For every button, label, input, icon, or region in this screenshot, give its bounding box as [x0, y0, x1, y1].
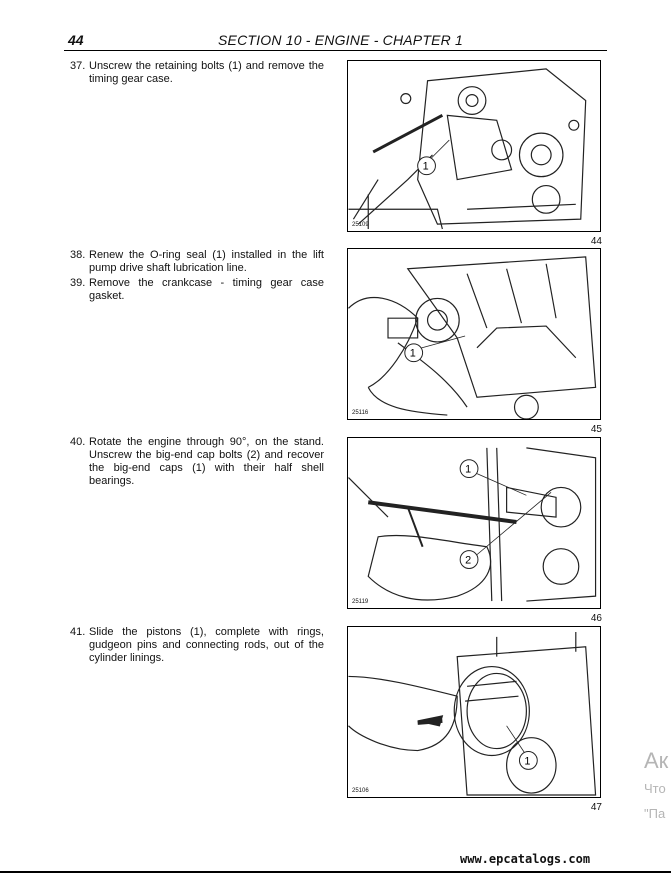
- watermark-line: Что: [644, 781, 666, 796]
- watermark-line: Ак: [644, 748, 669, 773]
- step-39: 39.Remove the crankcase - timing gear ca…: [70, 277, 324, 303]
- figure-callout: 1: [423, 161, 429, 173]
- step-37: 37.Unscrew the retaining bolts (1) and r…: [70, 60, 324, 86]
- figure-ref: 25106: [352, 788, 369, 794]
- step-38: 38.Renew the O-ring seal (1) installed i…: [70, 249, 324, 275]
- step-text: Unscrew the retaining bolts (1) and remo…: [89, 60, 324, 85]
- figure-number: 46: [590, 613, 602, 624]
- figure-callout: 1: [410, 348, 416, 360]
- step-number: 39.: [70, 277, 86, 289]
- figure-callout: 2: [465, 555, 471, 567]
- timing-gear-case-drawing: 1: [348, 68, 587, 230]
- watermark-line: "Па: [644, 806, 666, 821]
- page-number: 44: [68, 32, 84, 48]
- figure-callout: 1: [465, 464, 471, 476]
- figure-44-illustration: 1 25109: [347, 60, 601, 232]
- header-rule: [64, 50, 607, 51]
- piston-removal-drawing: 1: [348, 631, 597, 796]
- step-text: Remove the crankcase - timing gear case …: [89, 277, 324, 302]
- figure-number: 44: [590, 236, 602, 247]
- footer-rule: [0, 871, 671, 873]
- figure-46-illustration: 1 2 25119: [347, 437, 601, 609]
- figure-number: 47: [590, 802, 602, 813]
- step-41: 41.Slide the pistons (1), complete with …: [70, 626, 324, 665]
- footer-url[interactable]: www.epcatalogs.com: [460, 852, 591, 866]
- section-title: SECTION 10 - ENGINE - CHAPTER 1: [218, 32, 464, 48]
- step-number: 41.: [70, 626, 86, 638]
- step-40: 40.Rotate the engine through 90°, on the…: [70, 436, 324, 488]
- step-number: 40.: [70, 436, 86, 448]
- step-number: 37.: [70, 60, 86, 72]
- figure-ref: 25109: [352, 222, 369, 228]
- figure-47-illustration: 1 25106: [347, 626, 601, 798]
- figure-ref: 25116: [352, 410, 369, 416]
- figure-ref: 25119: [352, 599, 369, 605]
- figure-45-illustration: 1 25116: [347, 248, 601, 420]
- oring-seal-drawing: 1: [348, 256, 597, 419]
- big-end-cap-drawing: 1 2: [348, 447, 597, 602]
- step-text: Renew the O-ring seal (1) installed in t…: [89, 249, 324, 274]
- step-text: Slide the pistons (1), complete with rin…: [89, 626, 324, 664]
- step-text: Rotate the engine through 90°, on the st…: [89, 436, 324, 487]
- step-number: 38.: [70, 249, 86, 261]
- figure-number: 45: [590, 424, 602, 435]
- figure-callout: 1: [524, 755, 530, 767]
